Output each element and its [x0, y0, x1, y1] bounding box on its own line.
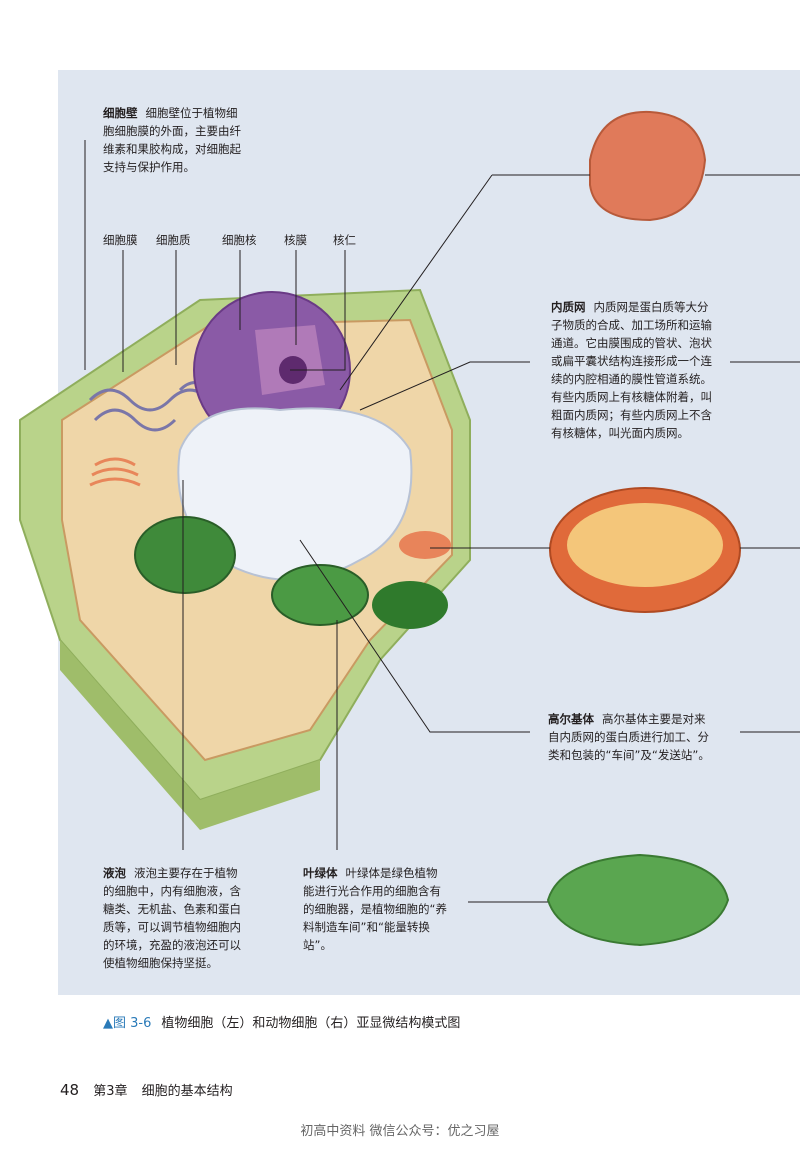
cell-wall-line: 胞细胞膜的外面，主要由纤 [103, 124, 241, 138]
page-number: 48 [60, 1081, 80, 1099]
er-line: 有些内质网上有核糖体附着，叫 [551, 390, 712, 404]
er-note: 内质网内质网是蛋白质等大分 子物质的合成、加工场所和运输 通道。它由膜围成的管状… [551, 298, 741, 442]
er-line: 子物质的合成、加工场所和运输 [551, 318, 712, 332]
chloroplast-line: 的细胞器，是植物细胞的“养 [303, 902, 447, 916]
cell-wall-side [60, 640, 320, 830]
golgi-line: 自内质网的蛋白质进行加工、分 [548, 730, 709, 744]
label-nucleus: 细胞核 [222, 233, 257, 247]
figure-caption: ▲图 3-6 植物细胞（左）和动物细胞（右）亚显微结构模式图 [103, 1012, 460, 1031]
chloroplast-2 [271, 564, 369, 626]
vacuole-note: 液泡液泡主要存在于植物 的细胞中，内有细胞液，含 糖类、无机盐、色素和蛋白 质等… [103, 864, 273, 972]
er-line: 粗面内质网；有些内质网上不含 [551, 408, 712, 422]
chloroplast-title: 叶绿体 [303, 866, 338, 880]
vacuole-line: 的环境，充盈的液泡还可以 [103, 938, 241, 952]
chloroplast-1 [134, 516, 236, 594]
leader-lines [84, 140, 800, 903]
chloroplast-line: 能进行光合作用的细胞含有 [303, 884, 441, 898]
golgi-line: 类和包装的“车间”及“发送站”。 [548, 748, 710, 762]
cell-wall-note: 细胞壁细胞壁位于植物细 胞细胞膜的外面，主要由纤 维素和果胶构成，对细胞起 支持… [103, 104, 278, 176]
vacuole-line: 质等，可以调节植物细胞内 [103, 920, 241, 934]
chloroplast-note: 叶绿体叶绿体是绿色植物 能进行光合作用的细胞含有 的细胞器，是植物细胞的“养 料… [303, 864, 473, 954]
vacuole-line: 液泡主要存在于植物 [134, 866, 238, 880]
label-nuclear-envelope: 核膜 [284, 233, 307, 247]
chloroplast-model [546, 853, 730, 947]
label-nucleolus: 核仁 [333, 233, 356, 247]
chloroplast-line: 站”。 [303, 938, 332, 952]
section-label: 细胞的基本结构 [141, 1084, 233, 1099]
golgi-apparatus [89, 457, 141, 487]
er-line: 内质网是蛋白质等大分 [593, 300, 709, 314]
cell-wall-line: 维素和果胶构成，对细胞起 [103, 142, 241, 156]
figure-caption-text: 植物细胞（左）和动物细胞（右）亚显微结构模式图 [161, 1016, 461, 1031]
watermark: 初高中资料 微信公众号：优之习屋 [300, 1124, 500, 1139]
vacuole-title: 液泡 [103, 866, 126, 880]
mitochondrion-small [399, 531, 451, 559]
mitochondrion-inner [567, 503, 723, 587]
vacuole-line: 糖类、无机盐、色素和蛋白 [103, 902, 241, 916]
er-title: 内质网 [551, 300, 586, 314]
label-cell-membrane: 细胞膜 [103, 233, 138, 247]
centrosome-model [589, 110, 707, 222]
chloroplast-line: 料制造车间”和“能量转换 [303, 920, 430, 934]
label-cytoplasm: 细胞质 [156, 233, 191, 247]
golgi-note: 高尔基体高尔基体主要是对来 自内质网的蛋白质进行加工、分 类和包装的“车间”及“… [548, 710, 738, 764]
er-line: 通道。它由膜围成的管状、泡状 [551, 336, 712, 350]
cell-wall-title: 细胞壁 [103, 106, 138, 120]
vacuole-line: 的细胞中，内有细胞液，含 [103, 884, 241, 898]
golgi-line: 高尔基体主要是对来 [602, 712, 706, 726]
page-footer: 48 第3章 细胞的基本结构 [60, 1080, 233, 1099]
chapter-label: 第3章 [93, 1084, 128, 1099]
cell-wall-line: 支持与保护作用。 [103, 160, 195, 174]
golgi-title: 高尔基体 [548, 712, 594, 726]
chloroplast-line: 叶绿体是绿色植物 [345, 866, 438, 880]
figure-number: ▲图 3-6 [103, 1016, 152, 1031]
er-line: 续的内腔相通的膜性管道系统。 [551, 372, 712, 386]
cell-wall-line: 细胞壁位于植物细 [145, 106, 238, 120]
chloroplast-3 [372, 581, 448, 629]
er-line: 有核糖体，叫光面内质网。 [551, 426, 689, 440]
er-line: 或扁平囊状结构连接形成一个连 [551, 354, 712, 368]
vacuole-line: 使植物细胞保持坚挺。 [103, 956, 218, 970]
